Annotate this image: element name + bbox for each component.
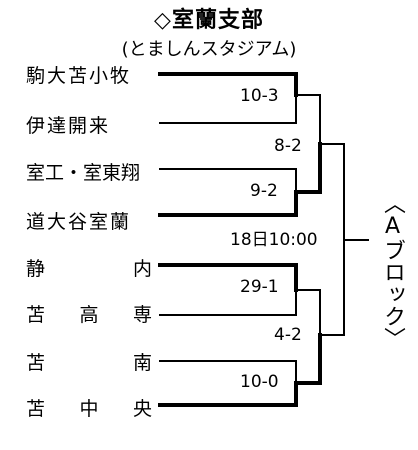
score-match-1: 10-3 bbox=[240, 86, 279, 106]
page-title: ◇室蘭支部 bbox=[154, 8, 264, 33]
score-semifinal-bottom: 4-2 bbox=[274, 325, 302, 345]
bracket-line-winner bbox=[158, 263, 298, 292]
team-shizunai: 静 内 bbox=[26, 256, 152, 282]
bracket-line-winner bbox=[158, 381, 298, 407]
team-name-char: 苫 bbox=[26, 304, 46, 326]
team-name-char: 央 bbox=[132, 398, 152, 420]
score-match-4: 10-0 bbox=[240, 372, 279, 392]
team-tomakomai-minami: 苫 南 bbox=[26, 350, 152, 376]
team-tomakomai-kosen: 苫 高 専 bbox=[26, 302, 152, 328]
bracket-line-winner bbox=[294, 142, 322, 194]
team-date-kairai: 伊達開来 bbox=[26, 115, 111, 137]
bracket-line-winner bbox=[158, 190, 298, 217]
team-name-char: 高 bbox=[79, 304, 99, 326]
venue-label: (とましんスタジアム) bbox=[121, 39, 297, 60]
bracket-line-final bbox=[319, 143, 345, 336]
bracket-line-winner bbox=[158, 72, 298, 97]
team-name-char: 苫 bbox=[26, 398, 46, 420]
final-schedule: 18日10:00 bbox=[230, 230, 318, 250]
bracket-line-winner bbox=[294, 333, 322, 385]
team-name-char: 中 bbox=[79, 398, 99, 420]
score-match-2: 9-2 bbox=[250, 181, 278, 201]
block-label: 〈Aブロック〉 bbox=[380, 192, 405, 349]
score-match-3: 29-1 bbox=[240, 277, 279, 297]
bracket-line bbox=[159, 289, 297, 316]
team-komadai-tomakomai: 駒大苫小牧 bbox=[26, 65, 132, 87]
bracket-line bbox=[295, 289, 321, 336]
bracket-line bbox=[159, 168, 297, 193]
team-name-char: 南 bbox=[132, 352, 152, 374]
team-dotaiya-muroran: 道大谷室蘭 bbox=[26, 211, 132, 233]
team-tomakomai-chuo: 苫 中 央 bbox=[26, 396, 152, 422]
score-semifinal-top: 8-2 bbox=[274, 136, 302, 156]
bracket-line bbox=[159, 94, 297, 124]
bracket-line bbox=[295, 94, 321, 145]
team-name-char: 静 bbox=[26, 258, 46, 280]
team-murokou-murotosho: 室工・室東翔 bbox=[26, 162, 141, 184]
team-name-char: 内 bbox=[132, 258, 152, 280]
bracket-line bbox=[159, 360, 297, 384]
team-name-char: 専 bbox=[132, 304, 152, 326]
team-name-char: 苫 bbox=[26, 352, 46, 374]
